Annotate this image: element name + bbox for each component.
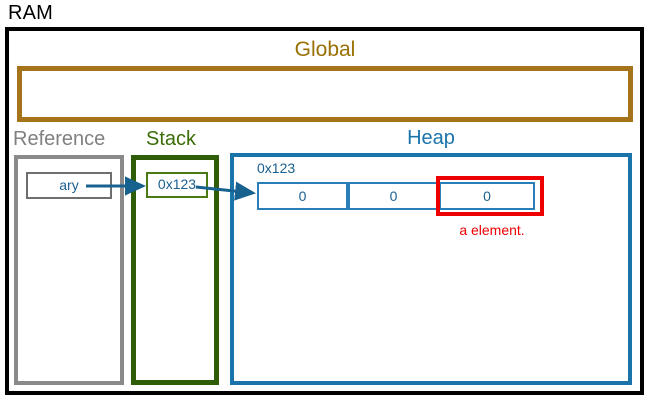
reference-section-label: Reference bbox=[13, 128, 106, 150]
heap-address-label: 0x123 bbox=[257, 160, 296, 176]
stack-slot-label: 0x123 bbox=[157, 176, 197, 192]
stack-section-label: Stack bbox=[146, 128, 197, 150]
reference-slot-label: ary bbox=[59, 177, 79, 193]
element-highlight-caption: a element. bbox=[459, 222, 525, 238]
heap-section-label: Heap bbox=[407, 127, 455, 149]
heap-array-cell-value: 0 bbox=[298, 188, 307, 204]
global-section-label: Global bbox=[294, 38, 356, 61]
heap-array-cell bbox=[257, 182, 348, 210]
global-region-box bbox=[17, 66, 633, 122]
heap-array-cell-value: 0 bbox=[389, 188, 398, 204]
element-highlight-box bbox=[436, 176, 544, 216]
heap-array-cell bbox=[439, 182, 535, 210]
heap-array-cell bbox=[348, 182, 439, 210]
page-title: RAM bbox=[8, 2, 54, 24]
heap-array-cell-value: 0 bbox=[483, 188, 491, 204]
